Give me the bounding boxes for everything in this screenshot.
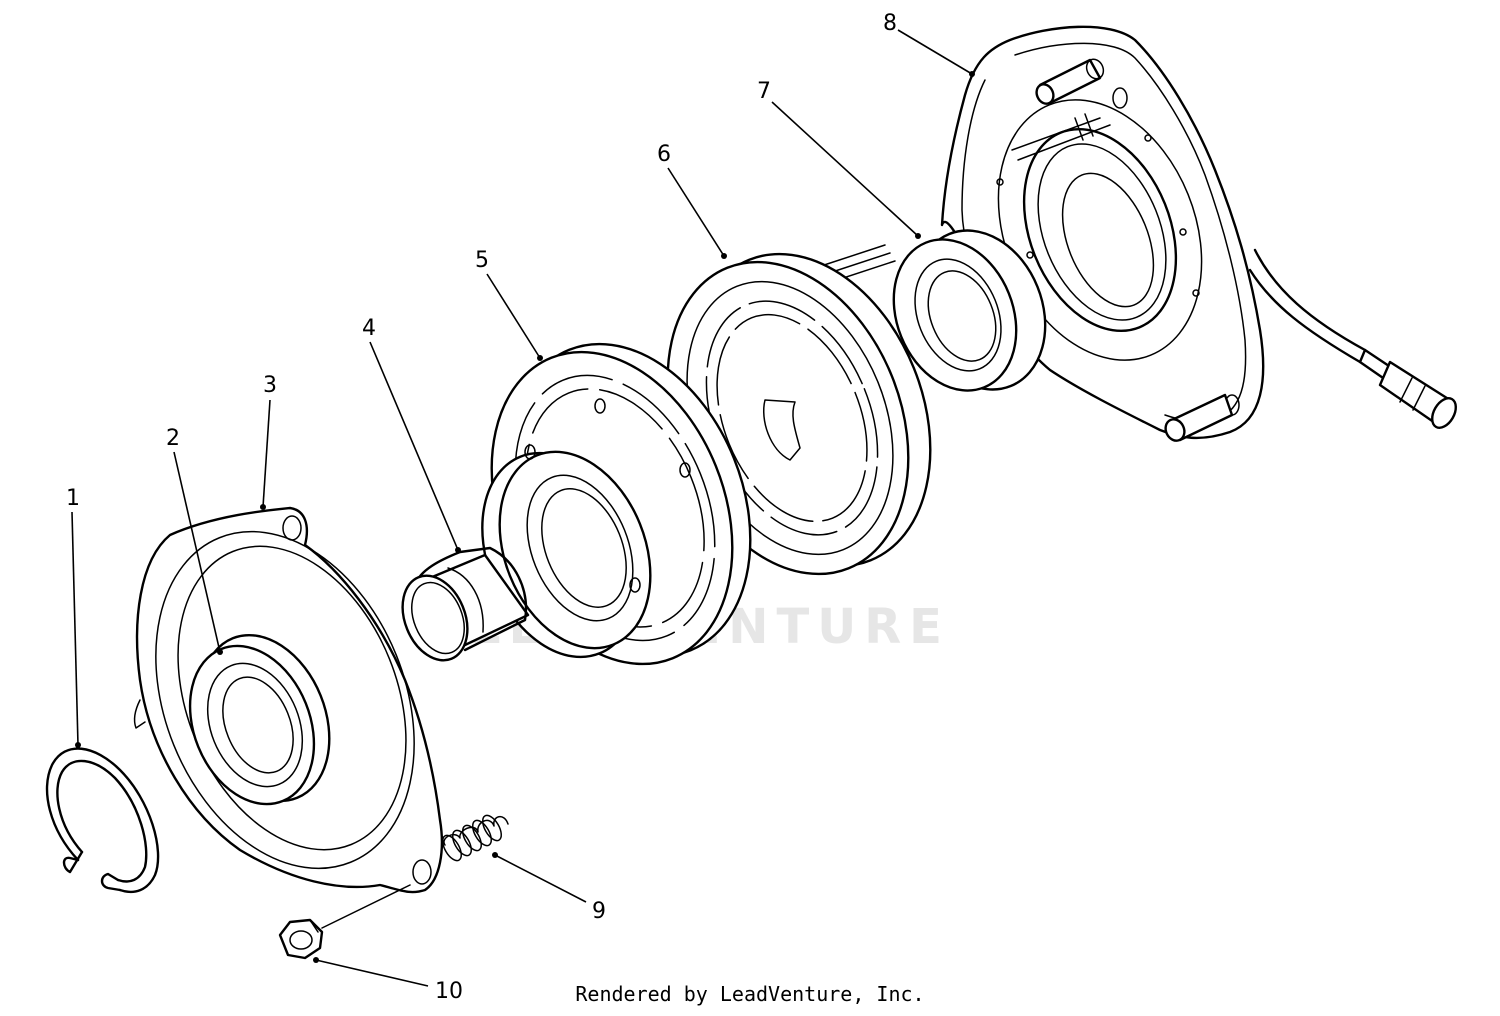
part-9-spring [441,814,509,862]
callout-1: 1 [66,486,80,511]
part-8-field-coil-bracket [814,25,1457,442]
callout-5: 5 [475,248,489,273]
part-10-nut [278,884,411,960]
part-2-bearing [188,633,331,806]
callout-6: 6 [657,142,671,167]
footer-credit: Rendered by LeadVenture, Inc. [575,982,925,1006]
callout-7: 7 [757,79,771,104]
callout-9: 9 [592,899,606,924]
callouts: 1 2 3 4 5 6 7 8 9 10 [66,11,975,1004]
callout-2: 2 [166,426,180,451]
callout-4: 4 [362,316,376,341]
part-7-bearing [892,229,1047,392]
callout-10: 10 [435,979,463,1004]
callout-3: 3 [263,373,277,398]
part-4-spacer [401,546,530,662]
callout-8: 8 [883,11,897,36]
part-1-retaining-ring [45,747,160,894]
